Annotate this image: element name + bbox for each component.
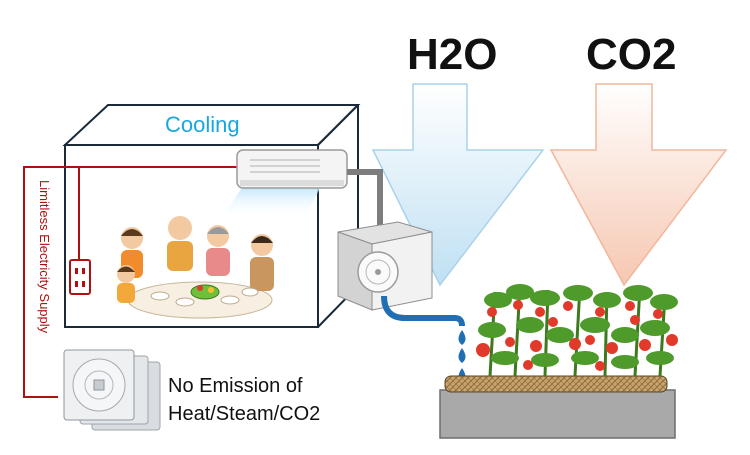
supply-line xyxy=(23,166,237,398)
supply-label: Limitless Electricity Supply xyxy=(37,180,52,334)
planter xyxy=(439,375,676,439)
air-conditioner-icon xyxy=(236,149,348,189)
outdoor-unit-icon xyxy=(337,221,433,311)
water-drop-icon xyxy=(458,330,466,383)
person xyxy=(117,265,135,303)
cooling-label: Cooling xyxy=(165,112,240,137)
co2-label: CO2 xyxy=(586,30,677,79)
family-dinner-illustration xyxy=(117,216,274,319)
cooling-airflow xyxy=(225,188,320,218)
person xyxy=(167,216,193,271)
tomato-plants-illustration xyxy=(476,284,678,377)
refrigerant-pipe xyxy=(347,169,383,230)
power-outlet-icon xyxy=(69,259,91,295)
person xyxy=(250,234,274,291)
person xyxy=(206,225,230,276)
co2-arrow xyxy=(549,83,728,287)
fan-module-icon xyxy=(63,349,161,431)
water-pipe xyxy=(381,295,465,327)
h2o-label: H2O xyxy=(407,30,498,79)
no-emission-label: No Emission of Heat/Steam/CO2 xyxy=(168,375,321,425)
